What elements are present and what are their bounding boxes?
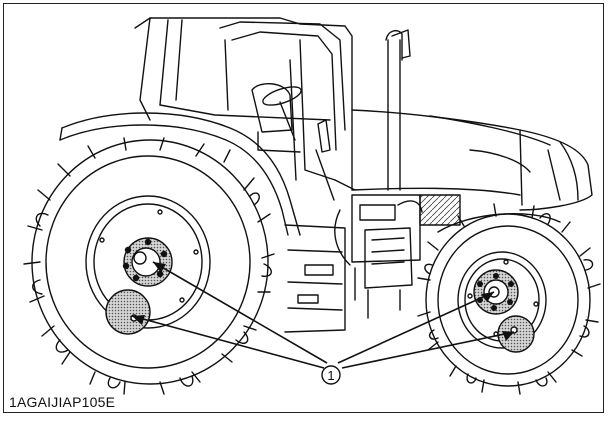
figure-code: 1AGAIJIAP105E bbox=[9, 394, 116, 410]
rear-fender bbox=[59, 112, 301, 236]
leader-line-rear-hub bbox=[152, 261, 328, 364]
arrowheads bbox=[132, 262, 514, 341]
leader-lines bbox=[131, 261, 515, 369]
leader-line-rear-lower bbox=[131, 315, 325, 369]
front-lower-highlight bbox=[497, 315, 535, 353]
exhaust-pipe bbox=[385, 29, 411, 191]
leader-line-front-hub bbox=[337, 291, 495, 364]
rear-tire bbox=[23, 137, 275, 395]
grille bbox=[419, 194, 461, 226]
figure-frame bbox=[3, 3, 604, 413]
rear-hub bbox=[122, 237, 173, 287]
engine-hydraulics bbox=[334, 194, 423, 319]
callout-marker: 1 bbox=[321, 365, 341, 385]
steps bbox=[284, 224, 346, 333]
front-hub bbox=[473, 269, 519, 315]
cab bbox=[134, 17, 356, 201]
hood bbox=[351, 109, 593, 211]
leader-line-front-lower bbox=[341, 331, 515, 369]
rear-lower-highlight bbox=[105, 289, 151, 335]
callout-number: 1 bbox=[327, 368, 334, 383]
front-tire bbox=[417, 203, 601, 395]
